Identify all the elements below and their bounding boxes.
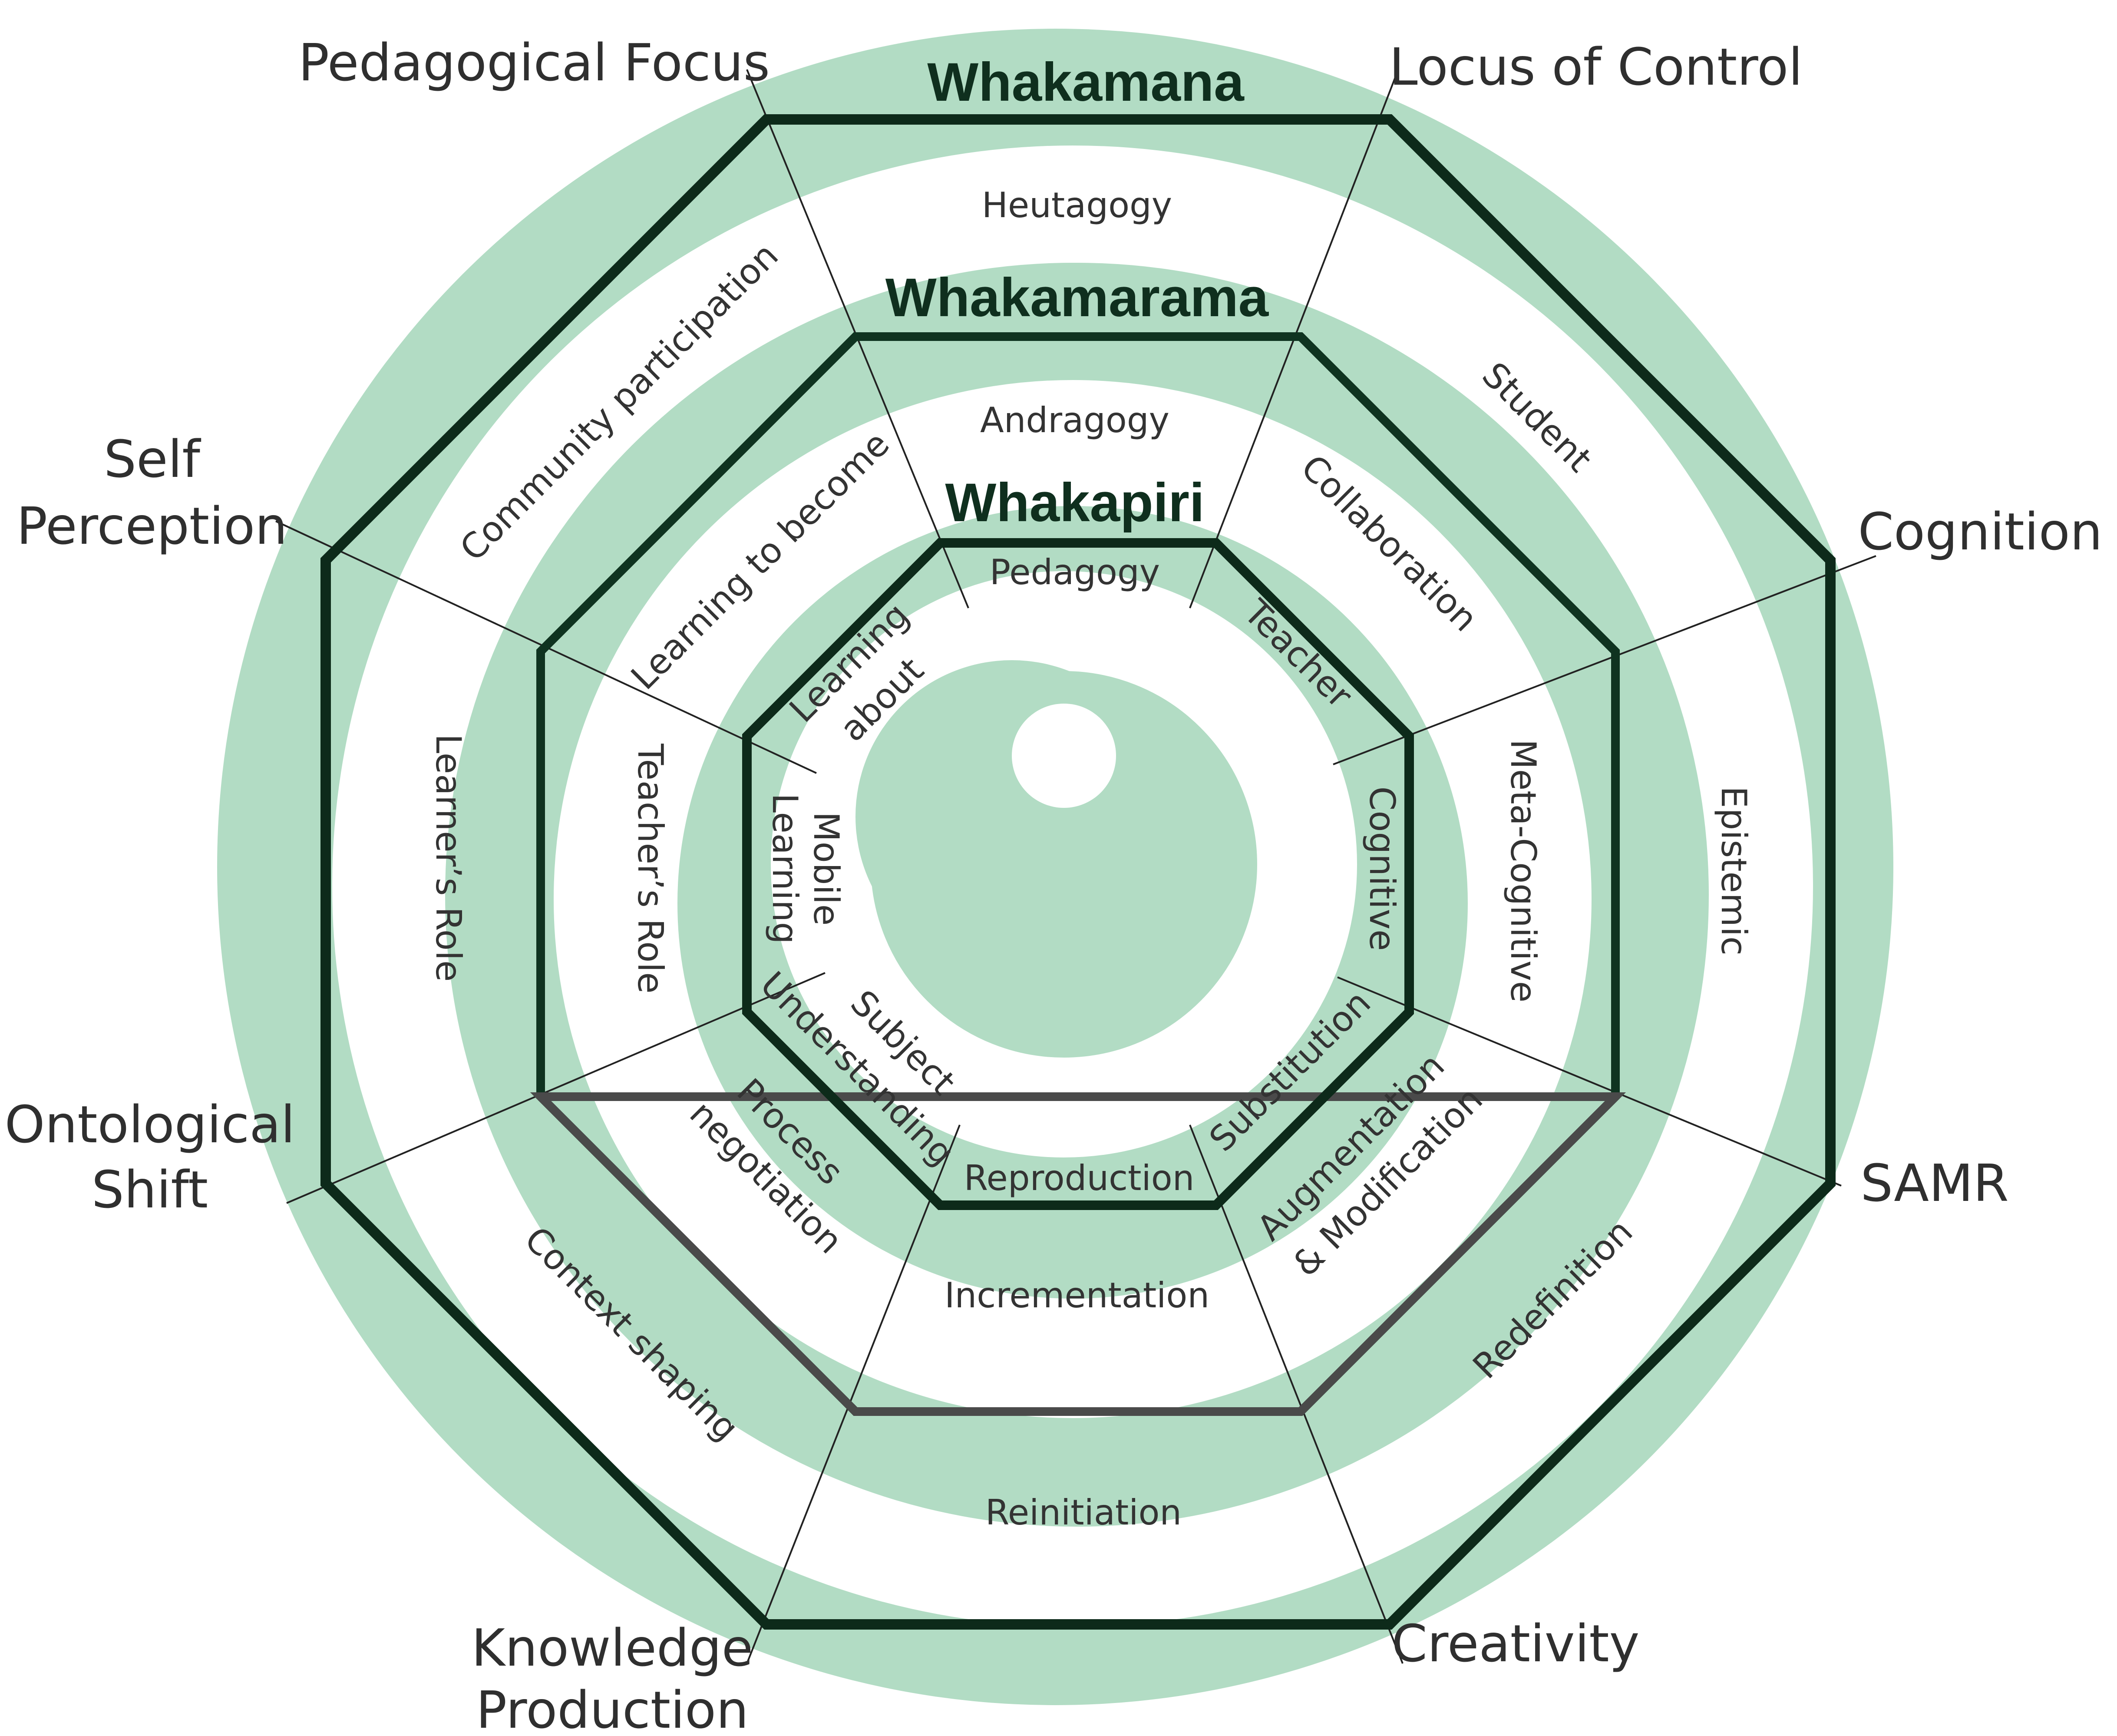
tier-title-inner: Whakapiri — [945, 473, 1204, 533]
dimension-pedagogical-focus: Pedagogical Focus — [298, 33, 770, 93]
dimension-ontological-shift-line1: Ontological — [5, 1095, 295, 1154]
middle-cell-andragogy: Andragogy — [980, 400, 1169, 440]
dimension-knowledge-production-line2: Production — [476, 1680, 749, 1734]
spiral-white-ring-1 — [332, 145, 1813, 1627]
middle-cell-teachers-role: Teacher’s Role — [630, 743, 670, 993]
outer-cell-reinitiation: Reinitiation — [985, 1492, 1182, 1533]
tier-title-middle: Whakamarama — [885, 268, 1269, 328]
spiral-white-ring-3 — [771, 571, 1357, 1157]
outer-cell-heutagogy: Heutagogy — [982, 185, 1172, 225]
dimension-ontological-shift-line2: Shift — [92, 1160, 208, 1220]
inner-cell-mobile-line1: Mobile — [806, 812, 846, 926]
inner-cell-mobile-line2: Learning — [765, 793, 805, 944]
tier-title-outer: Whakamana — [927, 52, 1245, 112]
middle-cell-incrementation: Incrementation — [945, 1275, 1209, 1316]
outer-octagon — [320, 114, 1836, 1630]
outer-cell-learners-role: Learner’s Role — [428, 734, 469, 982]
spiral-green-ring-2 — [445, 263, 1709, 1527]
divider-creativity — [1189, 1124, 1404, 1664]
inner-octagon — [742, 538, 1414, 1210]
divider-ontological-shift — [286, 972, 826, 1204]
dimension-creativity: Creativity — [1392, 1614, 1640, 1673]
middle-octagon-bottom-grey — [530, 1092, 1626, 1416]
dimension-locus-of-control: Locus of Control — [1389, 37, 1803, 97]
spiral-center-hole — [1012, 704, 1116, 808]
dimension-samr: SAMR — [1860, 1153, 2009, 1213]
inner-cell-reproduction: Reproduction — [964, 1158, 1195, 1198]
inner-cell-cognitive: Cognitive — [1362, 787, 1402, 951]
divider-cognition — [1333, 555, 1876, 765]
dimension-self-perception-line1: Self — [104, 429, 201, 489]
spiral-white-ring-2 — [554, 380, 1592, 1418]
divider-samr — [1337, 976, 1842, 1187]
divider-knowledge-production — [746, 1124, 961, 1664]
dimension-knowledge-production-line1: Knowledge — [472, 1618, 753, 1678]
dimension-cognition: Cognition — [1858, 502, 2102, 562]
middle-cell-meta-cognitive: Meta-Cognitive — [1503, 739, 1543, 1002]
koru-spiral-background — [217, 29, 1893, 1705]
inner-cell-pedagogy: Pedagogy — [990, 552, 1160, 592]
outer-cell-epistemic: Epistemic — [1714, 786, 1754, 956]
dimension-self-perception-line2: Perception — [17, 496, 287, 556]
